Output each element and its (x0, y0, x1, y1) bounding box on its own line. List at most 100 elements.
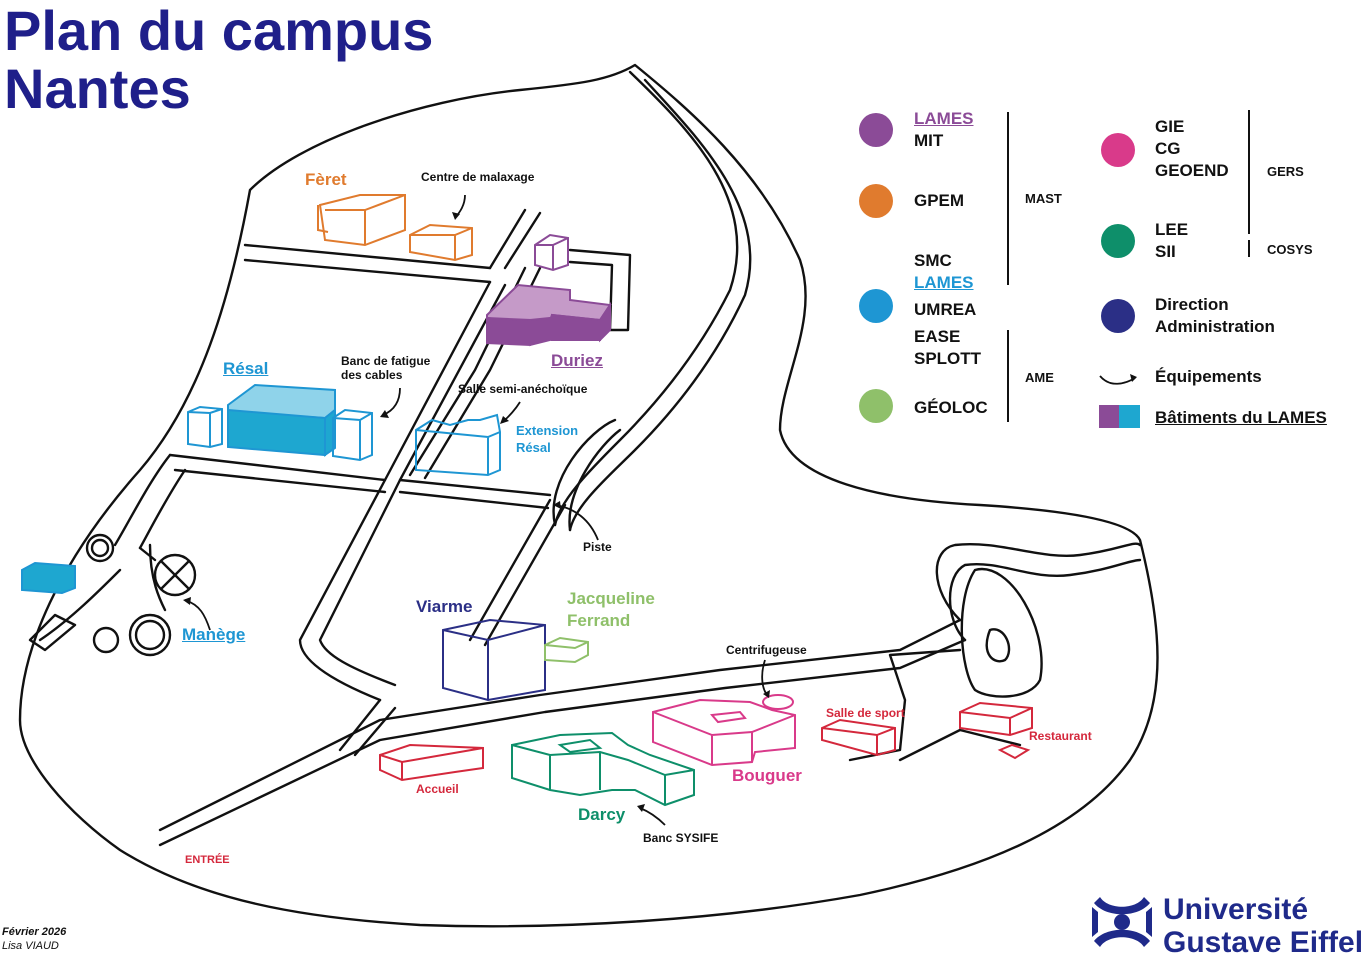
label-viarme[interactable]: Viarme (416, 597, 473, 616)
legend-splott: SPLOTT (914, 349, 982, 368)
label-salle-de-sport[interactable]: Salle de sport (826, 706, 905, 720)
feret-building (318, 194, 406, 247)
footer-author: Lisa VIAUD (2, 940, 59, 952)
accueil-building (379, 743, 484, 782)
logo-arc-left (1092, 907, 1098, 937)
manege-circle-1 (85, 533, 115, 563)
label-resal[interactable]: Résal (223, 359, 269, 378)
legend-lames-mit: LAMES MIT (914, 108, 974, 152)
label-jacqueline-1: Jacqueline (567, 589, 655, 608)
road-piste-loop (552, 418, 622, 532)
title-line-1: Plan du campus (4, 0, 434, 62)
logo-arc-right (1146, 907, 1152, 937)
resal-annex-left (187, 405, 223, 449)
feret-annex (317, 205, 329, 233)
bouguer-building (652, 698, 796, 767)
legend-direction-group: Direction Administration (1155, 294, 1275, 338)
label-banc-fatigue-1: Banc de fatigue (341, 354, 431, 368)
road-south-main (158, 618, 967, 847)
title-line-2: Nantes (4, 57, 191, 120)
label-centrifugeuse: Centrifugeuse (726, 643, 807, 657)
label-duriez[interactable]: Duriez (551, 351, 603, 370)
label-restaurant[interactable]: Restaurant (1029, 729, 1092, 743)
legend-mit: MIT (914, 131, 944, 150)
label-extension-resal-2: Résal (516, 440, 551, 455)
legend-smc: SMC (914, 251, 952, 270)
road-north-diagonal (553, 70, 752, 532)
manege-circle-3 (92, 626, 120, 654)
duriez-walls (486, 301, 611, 347)
centrifugeuse (762, 694, 794, 710)
legend-bracket-ame (1007, 330, 1009, 422)
legend-batiments-lames: Bâtiments du LAMES (1155, 408, 1327, 427)
label-jacqueline-2: Ferrand (567, 611, 631, 630)
university-logo: Université Gustave Eiffel (1163, 893, 1363, 959)
extension-resal-building (415, 413, 501, 477)
label-extension-resal-1: Extension (516, 423, 579, 438)
page-title: Plan du campus Nantes (4, 2, 433, 118)
legend-ease-group: EASE SPLOTT (914, 326, 981, 370)
campus-boundary (18, 63, 1159, 928)
legend-sii: SII (1155, 242, 1176, 261)
label-jacqueline-ferrand[interactable]: Jacqueline Ferrand (567, 588, 655, 632)
label-banc-sysife: Banc SYSIFE (643, 831, 719, 845)
legend-smc-group: SMC LAMES (914, 250, 974, 294)
legend-gie: GIE (1155, 117, 1185, 136)
restaurant-building (959, 701, 1033, 737)
legend-dot-lames-mit (859, 113, 893, 147)
road-east-loop (935, 542, 1142, 642)
salle-de-sport-building (821, 718, 896, 757)
legend-equipements: Équipements (1155, 367, 1262, 386)
logo-arc-bottom (1094, 929, 1150, 947)
legend-direction: Direction (1155, 295, 1229, 314)
resal-front (227, 408, 326, 457)
road-manege-branch (113, 453, 187, 550)
resal-annex-right (332, 408, 373, 462)
footer-date: Février 2026 (2, 926, 67, 938)
logo-line-1: Université (1163, 893, 1309, 926)
manege-diamond (28, 613, 77, 652)
legend-ease: EASE (914, 327, 961, 346)
centre-malaxage-building (409, 223, 473, 262)
legend-dot-geoloc (859, 389, 893, 423)
legend-ame: AME (1025, 370, 1054, 385)
road-vertical-left (488, 208, 542, 270)
legend-dot-umrea (859, 289, 893, 323)
label-entree: ENTRÉE (185, 854, 230, 866)
label-accueil[interactable]: Accueil (416, 782, 459, 796)
small-purple-building (534, 233, 569, 272)
label-darcy[interactable]: Darcy (578, 805, 626, 824)
label-banc-fatigue: Banc de fatigue des cables (341, 354, 430, 382)
label-manege[interactable]: Manège (182, 625, 246, 644)
legend-cosys: COSYS (1267, 242, 1313, 257)
label-extension-resal[interactable]: Extension Résal (516, 422, 578, 456)
viarme-building (442, 618, 546, 702)
legend-swatch-purple (1099, 405, 1119, 428)
logo-line-2: Gustave Eiffel (1163, 926, 1364, 959)
legend-umrea: UMREA (914, 300, 977, 319)
legend-dot-cosys (1101, 224, 1135, 258)
road-entry-left (338, 698, 397, 757)
label-feret[interactable]: Fèret (305, 170, 347, 189)
footer-credits: Février 2026 Lisa VIAUD (2, 925, 66, 953)
legend-swatch-blue (1119, 405, 1140, 428)
road-manege-2 (38, 543, 167, 642)
legend-bracket-cosys (1248, 240, 1250, 257)
legend-lee: LEE (1155, 220, 1189, 239)
legend-gers: GERS (1267, 164, 1304, 179)
logo-dot (1114, 914, 1130, 930)
darcy-building (511, 731, 695, 807)
legend-dot-direction (1101, 299, 1135, 333)
legend-administration: Administration (1155, 317, 1275, 336)
label-bouguer[interactable]: Bouguer (732, 766, 802, 785)
manege-circle-2 (153, 553, 197, 597)
jacqueline-ferrand-building (544, 636, 589, 664)
legend-cosys-group: LEE SII (1155, 219, 1188, 263)
label-salle-semi-anechoique: Salle semi-anéchoïque (458, 382, 588, 396)
label-banc-fatigue-2: des cables (341, 368, 403, 382)
legend-gers-group: GIE CG GEOEND (1155, 116, 1229, 182)
legend-dot-gers (1101, 133, 1135, 167)
legend-gpem: GPEM (914, 191, 965, 210)
legend-bracket-gers (1248, 110, 1250, 234)
legend-cg: CG (1155, 139, 1181, 158)
